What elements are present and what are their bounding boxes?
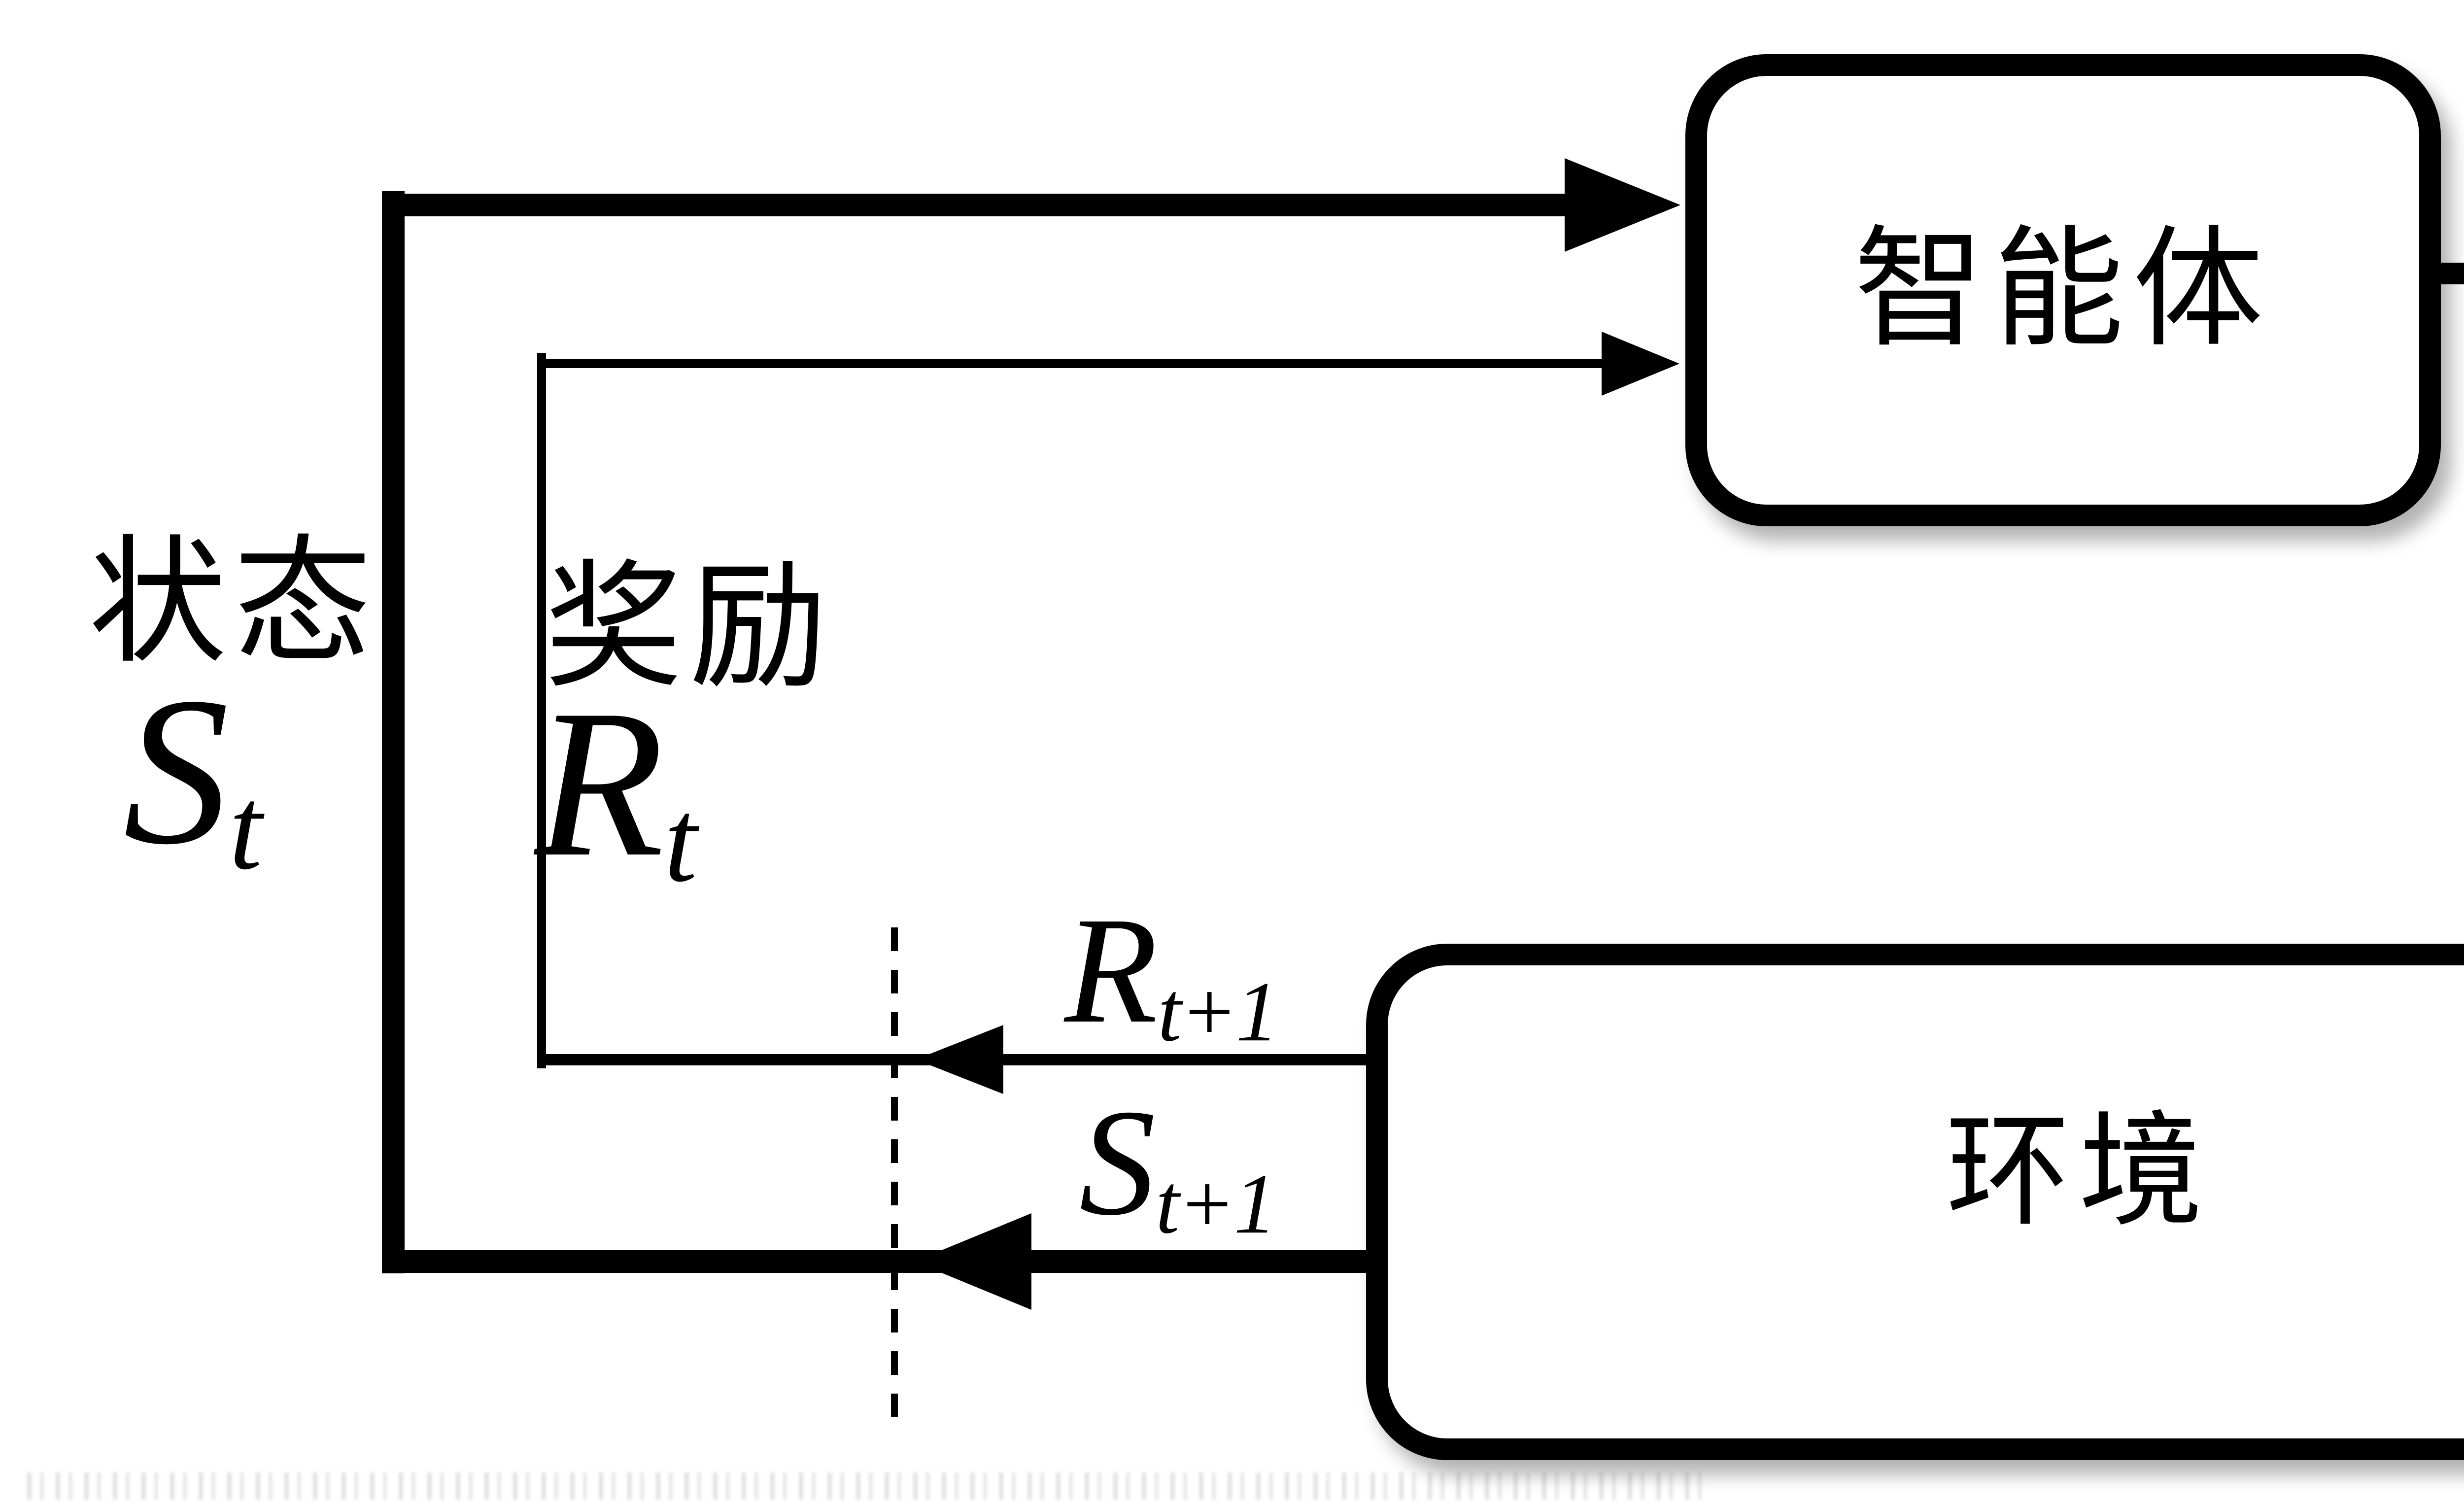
state-line-vertical (382, 191, 405, 1273)
next-reward-arrowhead (916, 1025, 1003, 1094)
reward-symbol: Rt (535, 666, 697, 907)
state-into-agent-arrowhead (1565, 158, 1680, 252)
environment-node: 环境 (1366, 944, 2464, 1460)
cropped-caption-artifact (27, 1472, 1703, 1500)
reward-caption: 奖励 (545, 551, 834, 705)
reward-line-vertical (537, 353, 546, 1068)
time-step-dashed-line (891, 927, 898, 1418)
agent-node: 智能体 (1685, 54, 2441, 526)
next-reward-symbol: Rt+1 (1064, 886, 1279, 1059)
agent-label: 智能体 (1854, 218, 2272, 363)
environment-label: 环境 (1946, 1103, 2212, 1241)
state-line-horizontal-top (382, 194, 1570, 216)
next-state-arrowhead (914, 1213, 1031, 1310)
next-reward-subscript: t+1 (1158, 964, 1278, 1059)
reward-line-horizontal-top (537, 359, 1604, 368)
next-state-symbol: St+1 (1079, 1078, 1276, 1252)
state-caption: 状态 (89, 527, 378, 680)
reward-symbol-subscript: t (664, 775, 697, 907)
state-symbol-subscript: t (229, 762, 262, 894)
next-state-subscript: t+1 (1156, 1156, 1276, 1252)
reward-into-agent-arrowhead (1602, 332, 1679, 396)
state-symbol: St (123, 654, 262, 894)
next-state-line-horizontal (382, 1250, 1380, 1273)
